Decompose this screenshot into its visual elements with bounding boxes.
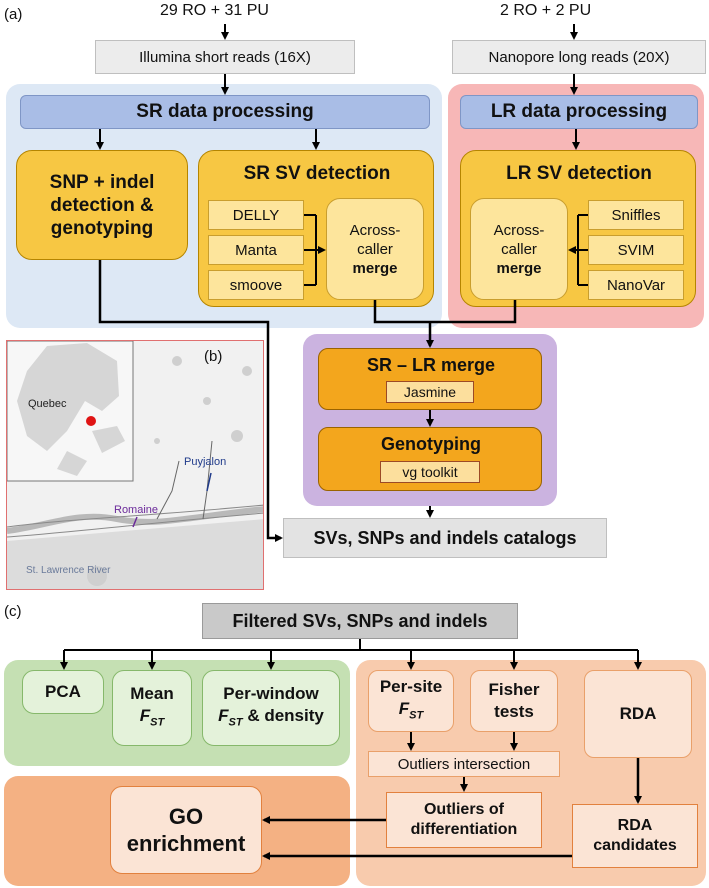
- snp-line-1: SNP + indel: [49, 171, 155, 193]
- caller-nanovar-label: NanoVar: [606, 276, 666, 294]
- window-fst-f: F: [218, 705, 229, 725]
- catalogs-label: SVs, SNPs and indels catalogs: [313, 527, 577, 548]
- jasmine-label: Jasmine: [403, 384, 457, 400]
- sr-across-caller-merge: Across- caller merge: [326, 198, 424, 300]
- map-label-romaine: Romaine: [114, 504, 159, 516]
- lr-merge-line-2: caller: [501, 240, 537, 258]
- outliers-intersection-label: Outliers intersection: [397, 755, 531, 773]
- mean-label: Mean: [130, 683, 174, 703]
- per-window-density-line: FST & density: [218, 705, 324, 733]
- lr-merge-line-1: Across-: [493, 221, 545, 239]
- snp-indel-detection-box: SNP + indel detection & genotyping: [16, 150, 188, 260]
- caller-svim-label: SVIM: [617, 241, 655, 259]
- per-site-fst-box: Per-site FST: [368, 670, 454, 732]
- mean-fst-sub: ST: [150, 716, 165, 729]
- lr-merge-line-3: merge: [496, 259, 542, 277]
- filtered-variants-label: Filtered SVs, SNPs and indels: [232, 610, 488, 631]
- go-line-1: GO: [168, 804, 204, 829]
- fisher-tests-box: Fisher tests: [470, 670, 558, 732]
- sr-merge-line-2: caller: [357, 240, 393, 258]
- caller-nanovar: NanoVar: [588, 270, 684, 300]
- caller-smoove-label: smoove: [229, 276, 283, 294]
- site-fst-sub: ST: [409, 709, 424, 722]
- fisher-line-1: Fisher: [488, 680, 540, 699]
- caller-manta: Manta: [208, 235, 304, 265]
- sr-merge-line-1: Across-: [349, 221, 401, 239]
- rda-box: RDA: [584, 670, 692, 758]
- pca-box: PCA: [22, 670, 104, 714]
- caller-delly: DELLY: [208, 200, 304, 230]
- lr-across-caller-merge: Across- caller merge: [470, 198, 568, 300]
- lr-processing-label: LR data processing: [490, 101, 668, 122]
- density-label: & density: [247, 705, 324, 725]
- sr-reads-box: Illumina short reads (16X): [95, 40, 355, 74]
- catalogs-box: SVs, SNPs and indels catalogs: [283, 518, 607, 558]
- map-label-river: St. Lawrence River: [26, 565, 111, 576]
- outliers-intersection-box: Outliers intersection: [368, 751, 560, 777]
- jasmine-tool: Jasmine: [386, 381, 474, 403]
- caller-delly-label: DELLY: [232, 206, 280, 224]
- vg-toolkit-label: vg toolkit: [402, 464, 458, 480]
- sr-reads-label: Illumina short reads (16X): [139, 48, 311, 66]
- vg-toolkit-tool: vg toolkit: [380, 461, 480, 483]
- snp-line-2: detection &: [50, 194, 154, 216]
- pca-label: PCA: [45, 682, 81, 701]
- outliers-differentiation-box: Outliers of differentiation: [386, 792, 542, 848]
- per-site-label: Per-site: [379, 676, 443, 696]
- filtered-variants-box: Filtered SVs, SNPs and indels: [202, 603, 518, 639]
- rda-candidates-line-1: RDA: [617, 817, 653, 834]
- sr-processing-bar: SR data processing: [20, 95, 430, 129]
- window-fst-sub: ST: [228, 716, 243, 729]
- map-panel: [6, 340, 264, 590]
- caller-manta-label: Manta: [235, 241, 277, 259]
- mean-fst-box: Mean FST: [112, 670, 192, 746]
- sr-sample-count: 29 RO + 31 PU: [160, 2, 269, 19]
- map-label-quebec: Quebec: [28, 398, 67, 410]
- map-graphic: [7, 341, 263, 589]
- sr-lr-merge-title: SR – LR merge: [366, 355, 496, 375]
- lr-sv-detection-title: LR SV detection: [506, 163, 652, 184]
- mean-fst-label: FST: [140, 705, 164, 733]
- snp-line-3: genotyping: [50, 217, 154, 239]
- go-enrichment-box: GO enrichment: [110, 786, 262, 874]
- outliers-diff-line-1: Outliers of: [423, 801, 504, 818]
- map-label-puyjalon: Puyjalon: [184, 456, 227, 468]
- fisher-line-2: tests: [494, 702, 534, 721]
- go-line-2: enrichment: [126, 831, 246, 856]
- lr-sample-count: 2 RO + 2 PU: [500, 2, 592, 19]
- lr-reads-box: Nanopore long reads (20X): [452, 40, 706, 74]
- sr-merge-line-3: merge: [352, 259, 398, 277]
- rda-label: RDA: [619, 704, 657, 723]
- outliers-diff-line-2: differentiation: [410, 821, 518, 838]
- caller-sniffles: Sniffles: [588, 200, 684, 230]
- genotyping-title: Genotyping: [381, 434, 481, 454]
- sr-processing-label: SR data processing: [136, 101, 314, 122]
- lr-processing-bar: LR data processing: [460, 95, 698, 129]
- caller-smoove: smoove: [208, 270, 304, 300]
- panel-label-c: (c): [4, 603, 22, 620]
- rda-candidates-box: RDA candidates: [572, 804, 698, 868]
- site-fst-f: F: [398, 698, 410, 718]
- per-window-label: Per-window: [223, 683, 319, 703]
- lr-reads-label: Nanopore long reads (20X): [488, 48, 670, 66]
- rda-candidates-line-2: candidates: [593, 837, 677, 854]
- panel-label-b: (b): [204, 348, 223, 365]
- per-site-fst: FST: [399, 698, 423, 726]
- panel-label-a: (a): [4, 6, 23, 23]
- caller-svim: SVIM: [588, 235, 684, 265]
- per-window-fst-box: Per-window FST & density: [202, 670, 340, 746]
- mean-fst-f: F: [139, 705, 151, 725]
- caller-sniffles-label: Sniffles: [611, 206, 661, 224]
- sr-sv-detection-title: SR SV detection: [243, 163, 391, 184]
